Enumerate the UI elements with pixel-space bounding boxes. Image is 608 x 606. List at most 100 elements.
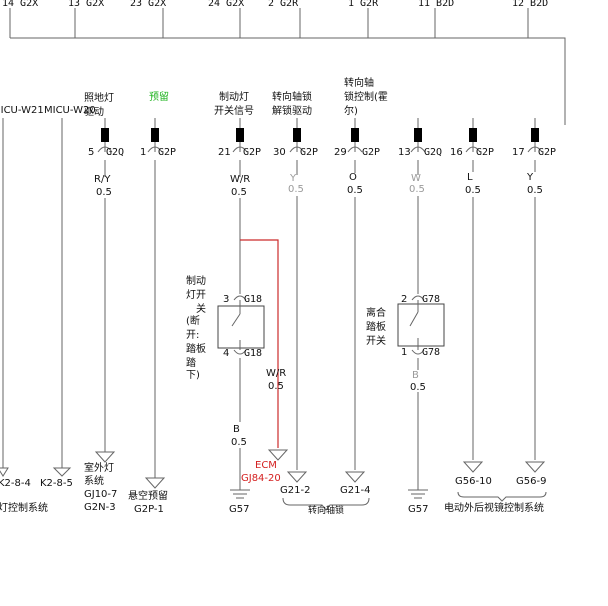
mirror-y-pin-block — [531, 128, 539, 142]
column-floor-light: 照地灯 驱动 5 G2Q R/Y 0.5 室外灯 系统 GJ10-7 G2N-3 — [84, 91, 124, 513]
clutch-desc-2: 踏板 — [366, 320, 386, 333]
clutch-pin: 13 — [398, 147, 411, 158]
reserved-connector-shape — [147, 118, 163, 153]
unlock-connector-shape — [289, 118, 305, 153]
clutch-conn: G2Q — [424, 147, 442, 158]
column-steering-lock: 转向轴 锁控制(霍 尔) 29 G2P O 0.5 G21-4 — [334, 76, 388, 496]
mirror-l-gauge: 0.5 — [465, 185, 481, 196]
clutch-switch-box — [397, 303, 445, 347]
brake-sw-desc-4: (断 — [186, 314, 200, 327]
mirror-l-pin: 16 — [450, 147, 463, 158]
lock-title-1: 转向轴 — [344, 76, 374, 89]
mirror-y-pin: 17 — [512, 147, 525, 158]
brake-sw-pin-top: 3 — [223, 294, 229, 305]
mirror-l-pin-block — [469, 128, 477, 142]
brake-sw-desc-3: 关 — [196, 302, 206, 315]
mirror-y-terminal — [524, 461, 546, 473]
ecm-pin: GJ84-20 — [241, 473, 281, 484]
unlock-color: Y — [289, 173, 297, 184]
unlock-conn: G2P — [300, 147, 318, 158]
reserved-conn: G2P — [158, 147, 176, 158]
clutch-gauge: 0.5 — [409, 184, 425, 195]
mirror-l-conn: G2P — [476, 147, 494, 158]
top-connector-row: 14 G2X 13 G2X 23 G2X 24 G2X 2 G2R 1 G2R … — [2, 0, 548, 9]
top-conn-7: 12 B2D — [512, 0, 548, 9]
lock-pin-block — [351, 128, 359, 142]
ecm-wire-color: W/R — [266, 368, 286, 379]
top-conn-6: 11 B2D — [418, 0, 454, 9]
top-bus-drops — [9, 8, 529, 38]
unlock-title-2: 解锁驱动 — [272, 104, 312, 117]
brake-connector-shape — [232, 118, 248, 153]
mirror-bracket — [457, 491, 547, 502]
clutch-ground-label: G57 — [408, 504, 428, 515]
mirror-l-dest: G56-10 — [455, 476, 492, 487]
mirror-y-connector-shape — [527, 118, 543, 153]
brake-switch-box — [217, 305, 265, 349]
clutch-sw-pin-bot: 1 — [401, 347, 407, 358]
ecm-terminal — [267, 449, 289, 461]
mirror-y-gauge: 0.5 — [527, 185, 543, 196]
floor-light-conn: G2Q — [106, 147, 124, 158]
top-conn-3: 24 G2X — [208, 0, 244, 9]
brake-sw-desc-1: 制动 — [186, 274, 206, 287]
brake-lower-gauge: 0.5 — [231, 437, 247, 448]
clutch-desc-1: 离合 — [366, 306, 386, 319]
top-bus-wire — [10, 37, 566, 125]
clutch-sw-conn-bot: G78 — [422, 347, 440, 358]
unlock-pin-block — [293, 128, 301, 142]
brake-ground-label: G57 — [229, 504, 249, 515]
mirror-l-terminal — [462, 461, 484, 473]
column-mirror-l: 16 G2P L 0.5 G56-10 — [450, 118, 494, 487]
column-reserved: 预留 1 G2P 悬空预留 G2P-1 — [128, 90, 176, 515]
floor-light-gauge: 0.5 — [96, 187, 112, 198]
unlock-dest: G21-2 — [280, 485, 310, 496]
reserved-dest-1: 悬空预留 — [128, 489, 168, 502]
left-term-a — [0, 467, 9, 477]
mirror-l-connector-shape — [465, 118, 481, 153]
floor-light-dest-1: 室外灯 — [84, 461, 114, 474]
brake-sw-conn-bot: G18 — [244, 348, 262, 359]
clutch-lower-color: B — [412, 370, 419, 381]
floor-light-title-1: 照地灯 — [84, 91, 114, 104]
brake-title-2: 开关信号 — [214, 104, 254, 117]
lock-terminal — [344, 471, 366, 483]
lock-connector-shape — [347, 118, 363, 153]
brake-lower-color: B — [233, 424, 240, 435]
floor-light-pin-block — [101, 128, 109, 142]
brake-sw-desc-6: 踏板 — [186, 342, 206, 355]
brake-switch-contact — [231, 300, 241, 350]
clutch-desc-3: 开关 — [366, 334, 386, 347]
column-brake-switch: 制动灯 开关信号 21 G2P W/R 0.5 3 G18 4 G18 制动 灯… — [186, 90, 289, 515]
mirror-y-dest: G56-9 — [516, 476, 546, 487]
floor-light-color: R/Y — [94, 174, 111, 185]
brake-sw-desc-5: 开: — [186, 330, 199, 341]
floor-light-title-2: 驱动 — [84, 106, 104, 118]
top-conn-5: 1 G2R — [348, 0, 379, 9]
clutch-connector-shape — [410, 118, 426, 153]
floor-light-dest-2: 系统 — [84, 474, 104, 487]
reserved-pin: 1 — [140, 147, 146, 158]
column-mirror-y: 17 G2P Y 0.5 G56-9 — [512, 118, 556, 487]
clutch-ground-icon — [408, 489, 428, 499]
lock-gauge: 0.5 — [347, 185, 363, 196]
floor-light-pin: 5 — [88, 147, 94, 158]
brake-sw-desc-8: 下) — [186, 370, 200, 381]
clutch-sw-pin-top: 2 — [401, 294, 407, 305]
brake-ground-icon — [230, 489, 250, 499]
micu-label-a: MICU-W21 — [0, 105, 44, 116]
brake-title-1: 制动灯 — [219, 90, 249, 103]
brake-pin-block — [236, 128, 244, 142]
left-wires — [2, 118, 63, 468]
top-conn-0: 14 G2X — [2, 0, 38, 9]
brake-sw-conn-top: G18 — [244, 294, 262, 305]
clutch-lower-gauge: 0.5 — [410, 382, 426, 393]
lock-dest: G21-4 — [340, 485, 370, 496]
unlock-pin: 30 — [273, 147, 286, 158]
reserved-dest-2: G2P-1 — [134, 504, 164, 515]
lock-conn: G2P — [362, 147, 380, 158]
unlock-terminal — [286, 471, 308, 483]
floor-light-connector-shape — [97, 118, 113, 153]
lock-pin: 29 — [334, 147, 347, 158]
